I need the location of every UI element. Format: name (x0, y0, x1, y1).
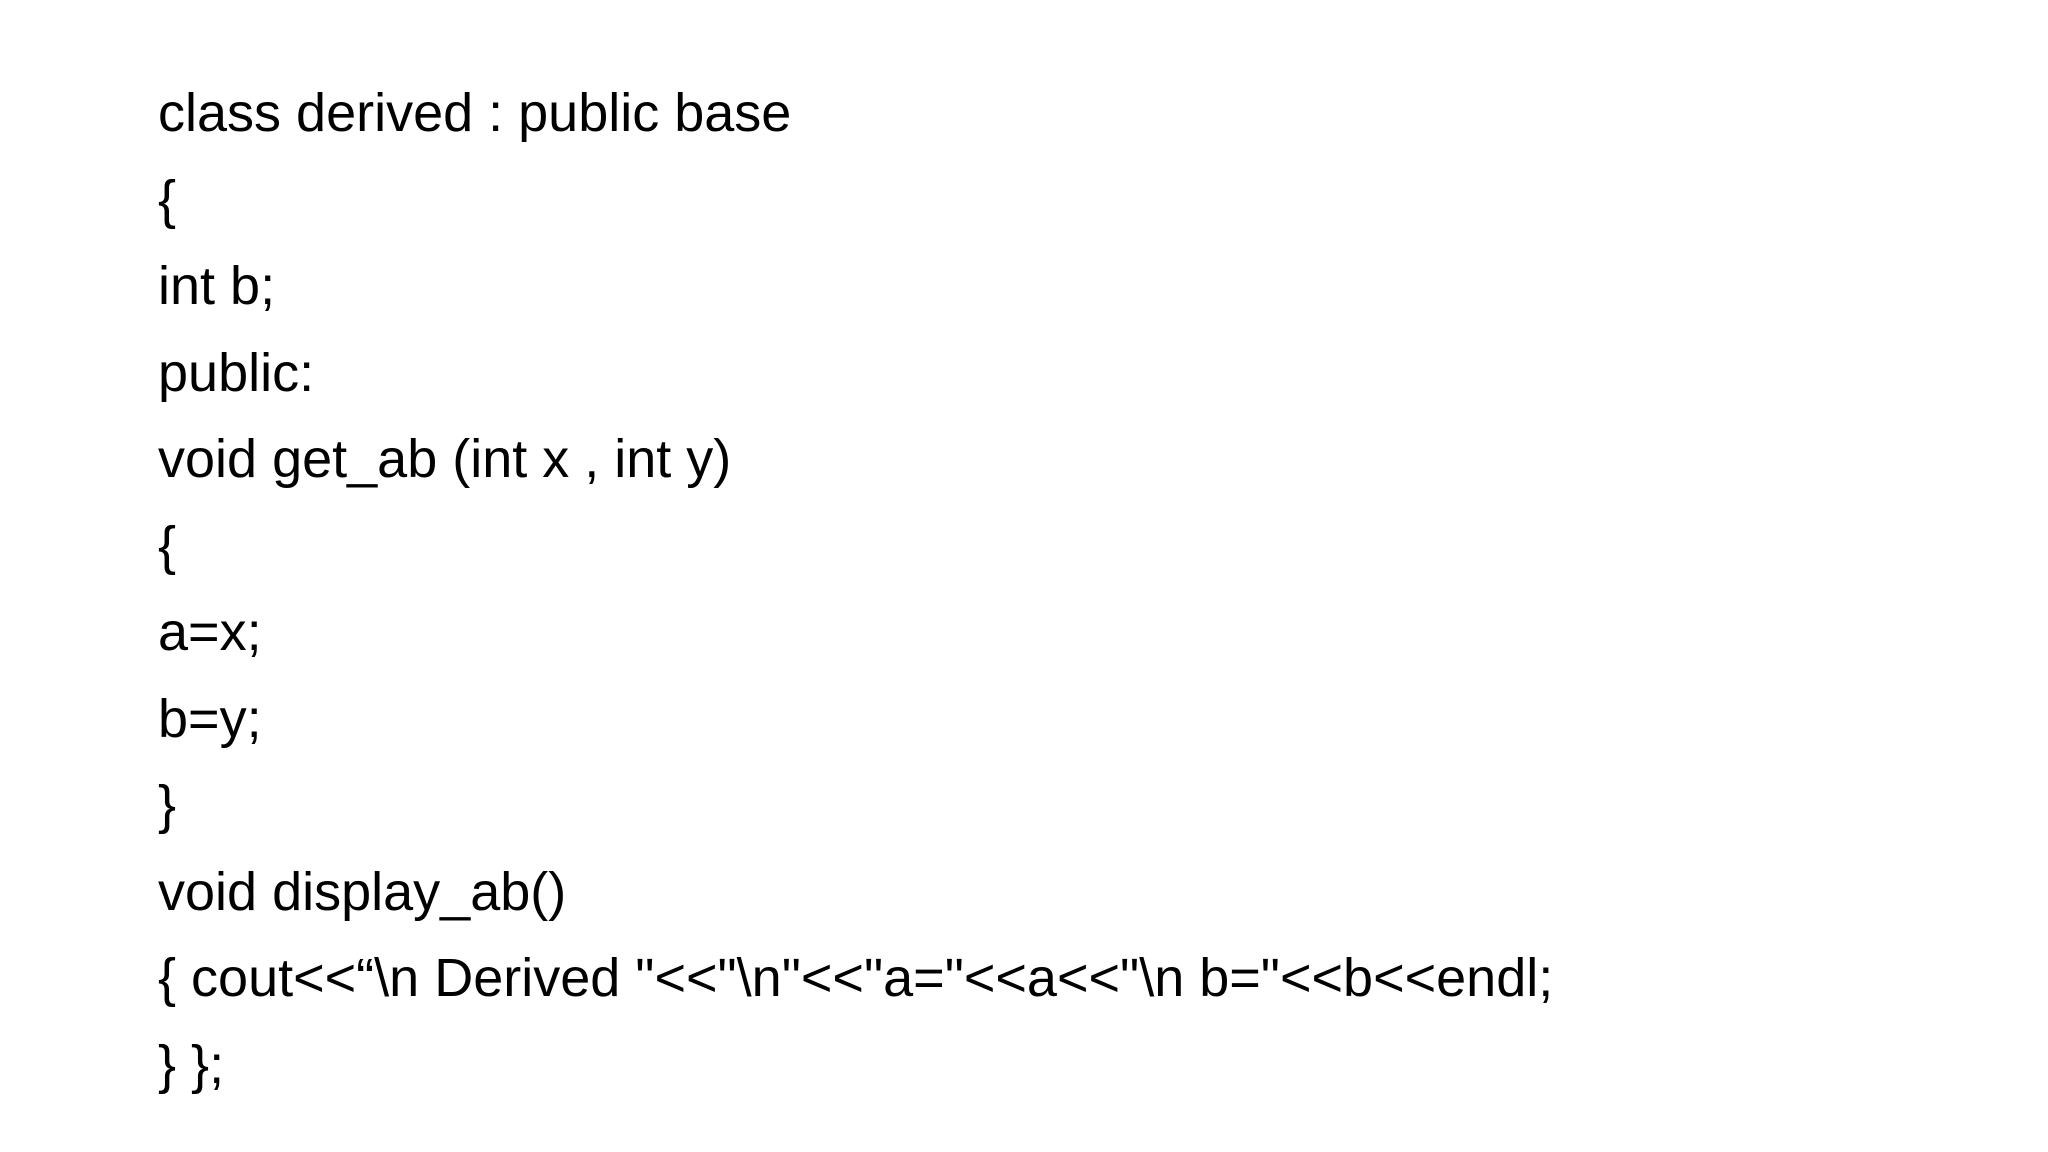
code-line-get-ab-open-brace: { (158, 515, 177, 576)
code-line-member-b: int b; (158, 256, 276, 316)
code-line-get-ab-close-brace: } (158, 775, 177, 835)
code-line-assign-a: a=x; (158, 602, 262, 662)
code-line-get-ab-signature: void get_ab (int x , int y) (158, 429, 732, 489)
code-block: class derived : public base { int b; pub… (158, 70, 1998, 1108)
code-line-public-specifier: public: (158, 342, 315, 403)
code-line-class-declaration: class derived : public base (158, 83, 792, 143)
code-line-assign-b: b=y; (158, 688, 262, 749)
code-line-display-ab-signature: void display_ab() (158, 861, 567, 922)
code-line-cout-statement: { cout<<“\n Derived "<<"\n"<<"a="<<a<<"\… (158, 948, 1554, 1008)
code-line-open-brace: { (158, 169, 177, 230)
code-line-class-close: } }; (158, 1034, 225, 1095)
